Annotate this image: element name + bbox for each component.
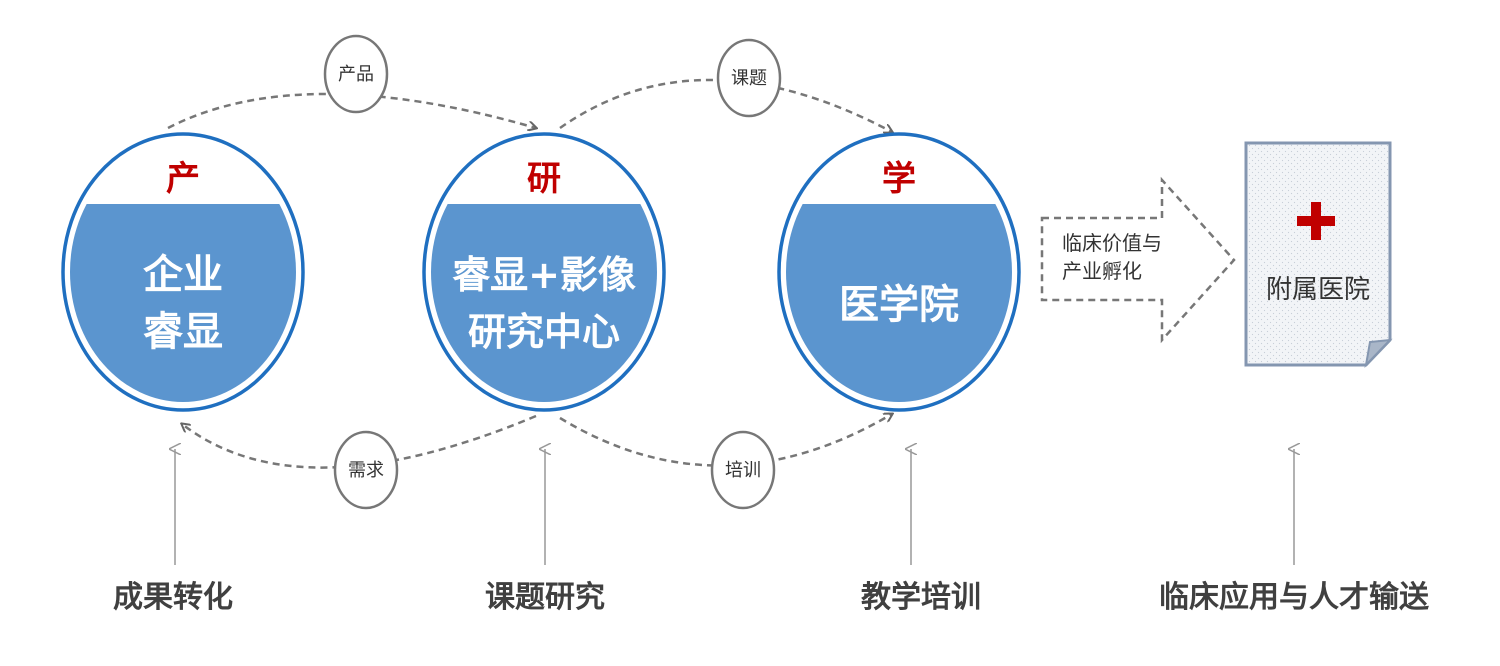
flow-bubble-topic: 课题 (716, 38, 782, 118)
node-research-line1: 睿显+影像 (452, 253, 636, 297)
svg-text:产品: 产品 (338, 64, 374, 85)
node-industry-line1: 企业 (143, 252, 223, 298)
node-research: 研 睿显+影像 研究中心 (422, 132, 666, 412)
incubation-arrow-line1: 临床价值与 (1062, 231, 1162, 255)
arc-demand (182, 414, 537, 469)
bottom-label-academia: 教学培训 (861, 580, 981, 615)
node-industry-char: 产 (166, 159, 200, 199)
hospital-label: 附属医院 (1266, 275, 1370, 305)
node-academia: 学 医学院 (777, 132, 1021, 412)
vertical-arrows (175, 449, 1294, 565)
red-cross-icon (1297, 202, 1335, 240)
node-industry-line2: 睿显 (143, 309, 223, 355)
flow-bubble-demand: 需求 (333, 430, 399, 510)
svg-text:培训: 培训 (725, 460, 761, 481)
node-academia-char: 学 (882, 159, 916, 199)
incubation-arrow-line2: 产业孵化 (1062, 259, 1142, 283)
node-academia-line1: 医学院 (839, 282, 959, 328)
incubation-arrow: 临床价值与 产业孵化 (1040, 176, 1236, 344)
node-research-line2: 研究中心 (468, 310, 620, 354)
flow-bubble-product: 产品 (323, 34, 389, 114)
hospital-card: 附属医院 (1244, 141, 1393, 369)
svg-text:需求: 需求 (348, 460, 384, 481)
flow-bubble-training: 培训 (710, 430, 776, 510)
bottom-label-industry: 成果转化 (113, 580, 233, 615)
node-industry: 产 企业 睿显 (61, 132, 305, 412)
bottom-label-hospital: 临床应用与人才输送 (1159, 580, 1429, 615)
arc-product (167, 92, 536, 128)
bottom-label-research: 课题研究 (485, 580, 605, 615)
node-research-char: 研 (527, 159, 561, 199)
svg-text:课题: 课题 (731, 68, 767, 89)
